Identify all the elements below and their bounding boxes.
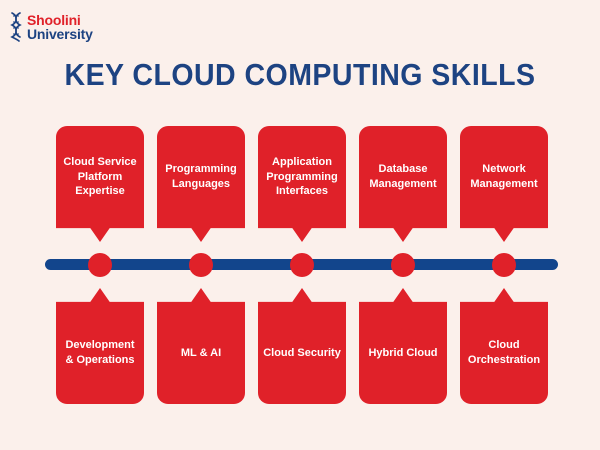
- shoolini-university-logo: Shoolini University: [8, 12, 93, 42]
- skill-card-bottom-4[interactable]: Hybrid Cloud: [359, 288, 447, 404]
- timeline-node-1[interactable]: [88, 253, 112, 277]
- skill-card-label: Network Management: [470, 163, 538, 190]
- skill-card-label: Application Programming Interfaces: [266, 156, 338, 198]
- timeline-node-4[interactable]: [391, 253, 415, 277]
- skill-card-label: Hybrid Cloud: [368, 346, 438, 359]
- logo-line-university: University: [27, 26, 93, 42]
- skill-card-label: Programming Languages: [165, 163, 237, 190]
- skill-card-bottom-1[interactable]: Development & Operations: [56, 288, 144, 404]
- logo-wordmark: Shoolini University: [27, 13, 93, 41]
- page-title: KEY CLOUD COMPUTING SKILLS: [64, 57, 536, 92]
- skill-card-bottom-2[interactable]: ML & AI: [157, 288, 245, 404]
- skill-card-top-5[interactable]: Network Management: [460, 126, 548, 242]
- dna-helix-icon: [10, 12, 22, 42]
- skill-card-top-4[interactable]: Database Management: [359, 126, 447, 242]
- skill-card-label: Database Management: [369, 163, 437, 190]
- skill-card-label: ML & AI: [180, 346, 222, 359]
- skill-card-top-1[interactable]: Cloud Service Platform Expertise: [56, 126, 144, 242]
- skill-card-label: Cloud Service Platform Expertise: [63, 156, 137, 198]
- skill-card-top-3[interactable]: Application Programming Interfaces: [258, 126, 346, 242]
- skill-card-bottom-3[interactable]: Cloud Security: [258, 288, 346, 404]
- timeline-node-3[interactable]: [290, 253, 314, 277]
- skill-card-top-2[interactable]: Programming Languages: [157, 126, 245, 242]
- timeline-node-2[interactable]: [189, 253, 213, 277]
- logo-line-shoolini: Shoolini: [27, 12, 81, 28]
- skill-card-label: Cloud Orchestration: [467, 339, 541, 366]
- timeline-node-5[interactable]: [492, 253, 516, 277]
- skill-card-label: Cloud Security: [263, 346, 341, 359]
- skill-card-label: Development & Operations: [65, 339, 135, 366]
- skill-card-bottom-5[interactable]: Cloud Orchestration: [460, 288, 548, 404]
